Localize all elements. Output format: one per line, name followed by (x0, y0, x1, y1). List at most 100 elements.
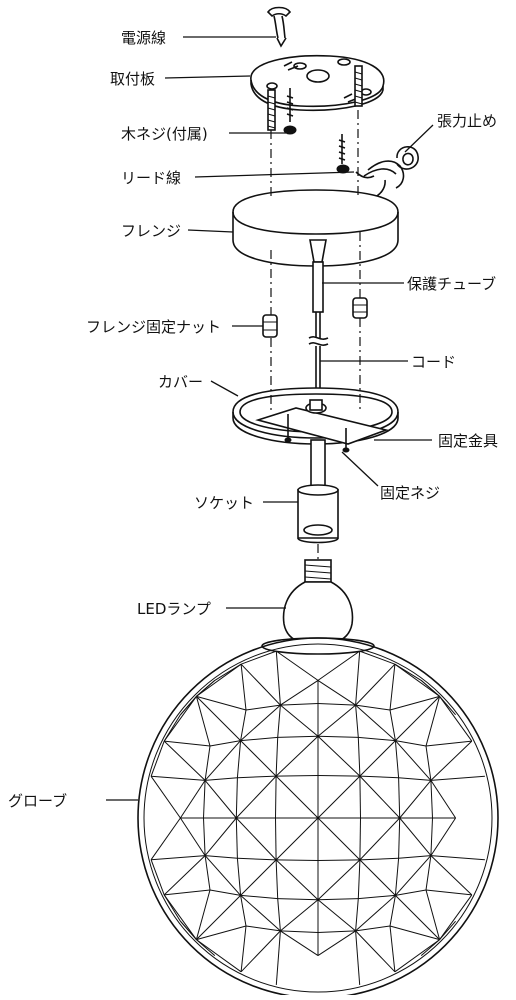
label-flange-nut: フレンジ固定ナット (86, 318, 221, 336)
globe-facet-line (275, 776, 277, 819)
power-cord-illustration (266, 6, 292, 48)
globe-facet-line (425, 740, 472, 747)
globe-facet-line (355, 705, 359, 738)
globe-facet-line (240, 895, 281, 932)
globe-facet-line (236, 740, 242, 778)
globe-facet-line (358, 736, 396, 742)
globe-facet-line (204, 745, 211, 781)
globe-facet-line (317, 679, 356, 706)
globe-facet-line (275, 817, 277, 860)
globe-facet-line (235, 775, 277, 819)
globe-facet-line (430, 855, 473, 896)
globe-facet-line (359, 817, 361, 860)
globe-facet-line (204, 817, 237, 856)
globe-facet-line (204, 855, 241, 896)
globe-facet-line (280, 899, 319, 932)
globe-facet-line (150, 740, 165, 777)
globe-facet-line (280, 679, 319, 706)
label-mounting-plate: 取付板 (110, 70, 155, 88)
globe-facet-line (275, 775, 319, 819)
globe-facet-line (179, 817, 206, 856)
globe-facet-line (235, 817, 238, 859)
globe-facet-line (430, 817, 433, 856)
globe-facet-line (195, 696, 211, 747)
globe-facet-line (240, 859, 277, 896)
tension-stop-illustration (355, 146, 419, 199)
flange-illustration (232, 189, 399, 267)
globe-facet-line (275, 859, 279, 899)
globe-facet-line (151, 855, 206, 861)
globe-facet-line (280, 704, 319, 737)
globe-facet-line (395, 740, 427, 747)
globe-facet-line (317, 930, 356, 957)
globe-facet-line (398, 777, 431, 781)
label-socket: ソケット (194, 494, 254, 512)
globe-facet-line (150, 776, 181, 819)
globe-facet-line (389, 664, 396, 711)
globe-facet-line (205, 777, 238, 781)
globe-facet-line (355, 925, 391, 932)
globe-facet-line (357, 859, 361, 899)
globe-facet-line (275, 859, 319, 901)
globe-facet-line (398, 817, 401, 859)
globe-facet-line (236, 858, 242, 896)
led-lamp-illustration (282, 559, 354, 645)
globe-facet-line (209, 740, 241, 747)
mounting-plate-illustration (250, 54, 385, 131)
globe-facet-line (355, 930, 396, 973)
label-lead-wire: リード線 (121, 169, 181, 187)
globe-facet-line (358, 894, 396, 900)
globe-facet-line (150, 817, 181, 860)
label-globe: グローブ (8, 792, 67, 810)
globe-facet-line (430, 740, 473, 781)
globe-facet-line (277, 705, 281, 738)
globe-facet-line (317, 817, 361, 861)
globe-facet-line (317, 775, 360, 777)
globe-facet-line (317, 735, 359, 738)
globe-facet-line (425, 889, 472, 896)
globe-facet-line (359, 817, 401, 861)
globe-facet-line (425, 745, 432, 781)
globe-facet-line (425, 855, 432, 891)
globe-facet-line (179, 780, 206, 819)
globe-facet-line (205, 855, 238, 859)
label-cover: カバー (158, 373, 203, 391)
globe-facet-line (209, 889, 241, 896)
globe-facet-line (163, 855, 206, 896)
globe-facet-line (317, 703, 356, 706)
globe-facet-line (275, 735, 319, 777)
globe-facet-line (425, 696, 441, 747)
label-fixing-screw: 固定ネジ (380, 484, 440, 502)
globe-facet-line (280, 703, 319, 706)
globe-facet-line (355, 898, 359, 931)
globe-facet-line (237, 857, 277, 861)
globe-facet-line (204, 855, 211, 891)
globe-facet-line (317, 775, 361, 819)
globe-facet-line (277, 898, 281, 931)
globe-facet-line (150, 859, 165, 896)
globe-facet-line (164, 889, 211, 896)
globe-facet-line (398, 855, 431, 859)
globe-facet-line (389, 695, 440, 711)
label-wood-screw: 木ネジ(付属) (121, 125, 208, 143)
globe-facet-line (245, 925, 281, 932)
labels: 電源線 取付板 木ネジ(付属) リード線 張力止め フレンジ 保護チューブ フレ… (8, 29, 498, 810)
socket-illustration (297, 439, 339, 544)
globe-facet-line (420, 939, 440, 956)
globe-facet-line (240, 740, 277, 777)
globe-facet-line (240, 709, 247, 741)
globe-facet-line (195, 889, 211, 940)
globe-facet-line (276, 650, 319, 681)
globe-facet-line (196, 939, 242, 973)
globe-facet-line (245, 704, 281, 711)
globe-facet-line (430, 775, 485, 781)
globe-facet-line (420, 680, 440, 697)
globe-facet-line (204, 740, 241, 781)
globe-facet-line (317, 930, 356, 933)
globe-facet-line (276, 859, 319, 861)
label-led-lamp: LEDランプ (137, 600, 211, 618)
label-flange: フレンジ (121, 222, 181, 240)
globe-facet-line (280, 930, 319, 957)
